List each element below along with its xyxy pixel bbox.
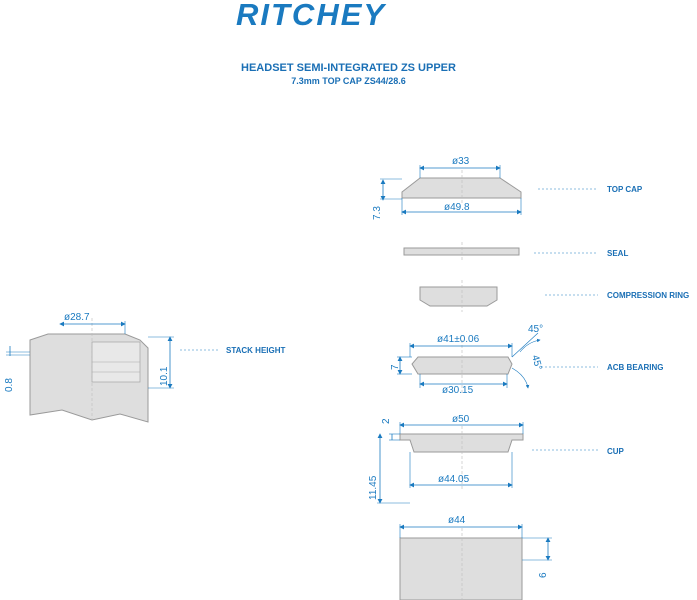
- head-tube-part: [399, 537, 523, 600]
- dim-bearing-height: 7: [390, 364, 401, 370]
- dim-cup-inner: ø44.05: [438, 474, 470, 485]
- dim-frame-diameter: ø44: [448, 515, 466, 526]
- dim-bearing-angle-side: 45°: [529, 354, 544, 371]
- label-acb-bearing: ACB BEARING: [607, 363, 664, 372]
- dim-frame-depth: 6: [538, 572, 549, 578]
- dim-bearing-angle-top: 45°: [528, 324, 543, 335]
- dim-topcap-height: 7.3: [372, 206, 383, 220]
- dim-stack-gap: 0.8: [4, 378, 15, 392]
- label-seal: SEAL: [607, 249, 629, 258]
- top-cap-part: [401, 177, 522, 199]
- seal-part: [403, 247, 520, 256]
- dim-bearing-inner: ø30.15: [442, 385, 474, 396]
- page-title: HEADSET SEMI-INTEGRATED ZS UPPER: [241, 62, 456, 74]
- cup-part: [399, 433, 524, 453]
- stack-assembly-part: [29, 333, 149, 423]
- dim-stack-height: 10.1: [159, 366, 170, 386]
- dim-topcap-bottom: ø49.8: [444, 202, 470, 213]
- dim-cup-flange: 2: [381, 418, 392, 424]
- ritchey-logo: RITCHEY: [236, 0, 387, 32]
- compression-ring-part: [419, 286, 498, 307]
- dim-cup-outer: ø50: [452, 414, 470, 425]
- label-stack-height: STACK HEIGHT: [226, 346, 286, 355]
- label-compression-ring: COMPRESSION RING: [607, 291, 690, 300]
- dim-bearing-outer: ø41±0.06: [437, 334, 480, 345]
- dim-topcap-top: ø33: [452, 156, 470, 167]
- label-top-cap: TOP CAP: [607, 185, 643, 194]
- label-cup: CUP: [607, 447, 624, 456]
- dim-steerer-diameter: ø28.7: [64, 312, 90, 323]
- dim-cup-height: 11.45: [368, 475, 379, 500]
- page-subtitle: 7.3mm TOP CAP ZS44/28.6: [291, 76, 406, 86]
